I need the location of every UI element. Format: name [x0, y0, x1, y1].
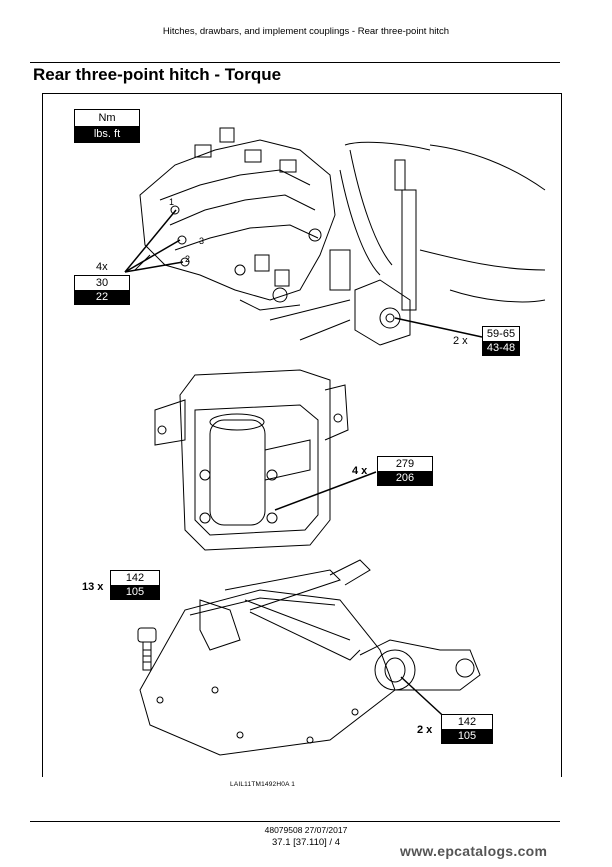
legend-lbsft: lbs. ft: [75, 126, 139, 142]
valve-torque-lbft: 22: [75, 290, 129, 304]
rocker-leader: [394, 317, 483, 338]
valve-torque-nm: 30: [75, 276, 129, 290]
valve-qty: 4x: [96, 261, 108, 273]
figure-caption: LAIL11TM1492H0A 1: [230, 781, 296, 788]
bolt-drawing: [137, 627, 157, 671]
bolt-torque-lbft: 105: [111, 585, 159, 599]
lift-cover-drawing: [139, 559, 481, 756]
bolt-qty: 13 x: [82, 581, 104, 593]
cylinder-qty: 4 x: [352, 465, 368, 477]
arm-torque-box: 142 105: [441, 714, 493, 744]
arm-qty: 2 x: [417, 724, 433, 736]
figure-frame: [42, 93, 562, 777]
cylinder-torque-nm: 279: [378, 457, 432, 471]
arm-torque-nm: 142: [442, 715, 492, 729]
bolt-torque-box: 142 105: [110, 570, 160, 600]
rocker-qty: 2 x: [453, 335, 468, 347]
part-number-1: 1: [169, 197, 175, 207]
page-title: Rear three-point hitch - Torque: [33, 65, 282, 84]
section-header: Hitches, drawbars, and implement couplin…: [162, 26, 450, 37]
top-divider: [30, 62, 560, 63]
rocker-drawing: [269, 141, 546, 346]
cylinder-torque-lbft: 206: [378, 471, 432, 485]
valve-torque-box: 30 22: [74, 275, 130, 305]
valve-assembly-drawing: [134, 127, 336, 311]
rocker-torque-lbft: 43-48: [483, 341, 519, 355]
rocker-torque-box: 59-65 43-48: [482, 326, 520, 356]
part-number-3: 3: [199, 236, 205, 246]
arm-torque-lbft: 105: [442, 729, 492, 743]
cylinder-housing-drawing: [154, 369, 349, 551]
rocker-torque-nm: 59-65: [483, 327, 519, 341]
cylinder-leader: [274, 471, 377, 511]
part-number-2: 2: [185, 254, 191, 264]
torque-legend: Nm lbs. ft: [74, 109, 140, 143]
legend-nm: Nm: [75, 110, 139, 126]
cylinder-torque-box: 279 206: [377, 456, 433, 486]
footer-page-ref: 37.1 [37.110] / 4: [272, 837, 340, 848]
watermark: www.epcatalogs.com: [400, 843, 548, 859]
bottom-divider: [30, 821, 560, 822]
bolt-torque-nm: 142: [111, 571, 159, 585]
valve-leaders: [124, 209, 184, 273]
footer-doc-date: 48079508 27/07/2017: [264, 825, 348, 835]
